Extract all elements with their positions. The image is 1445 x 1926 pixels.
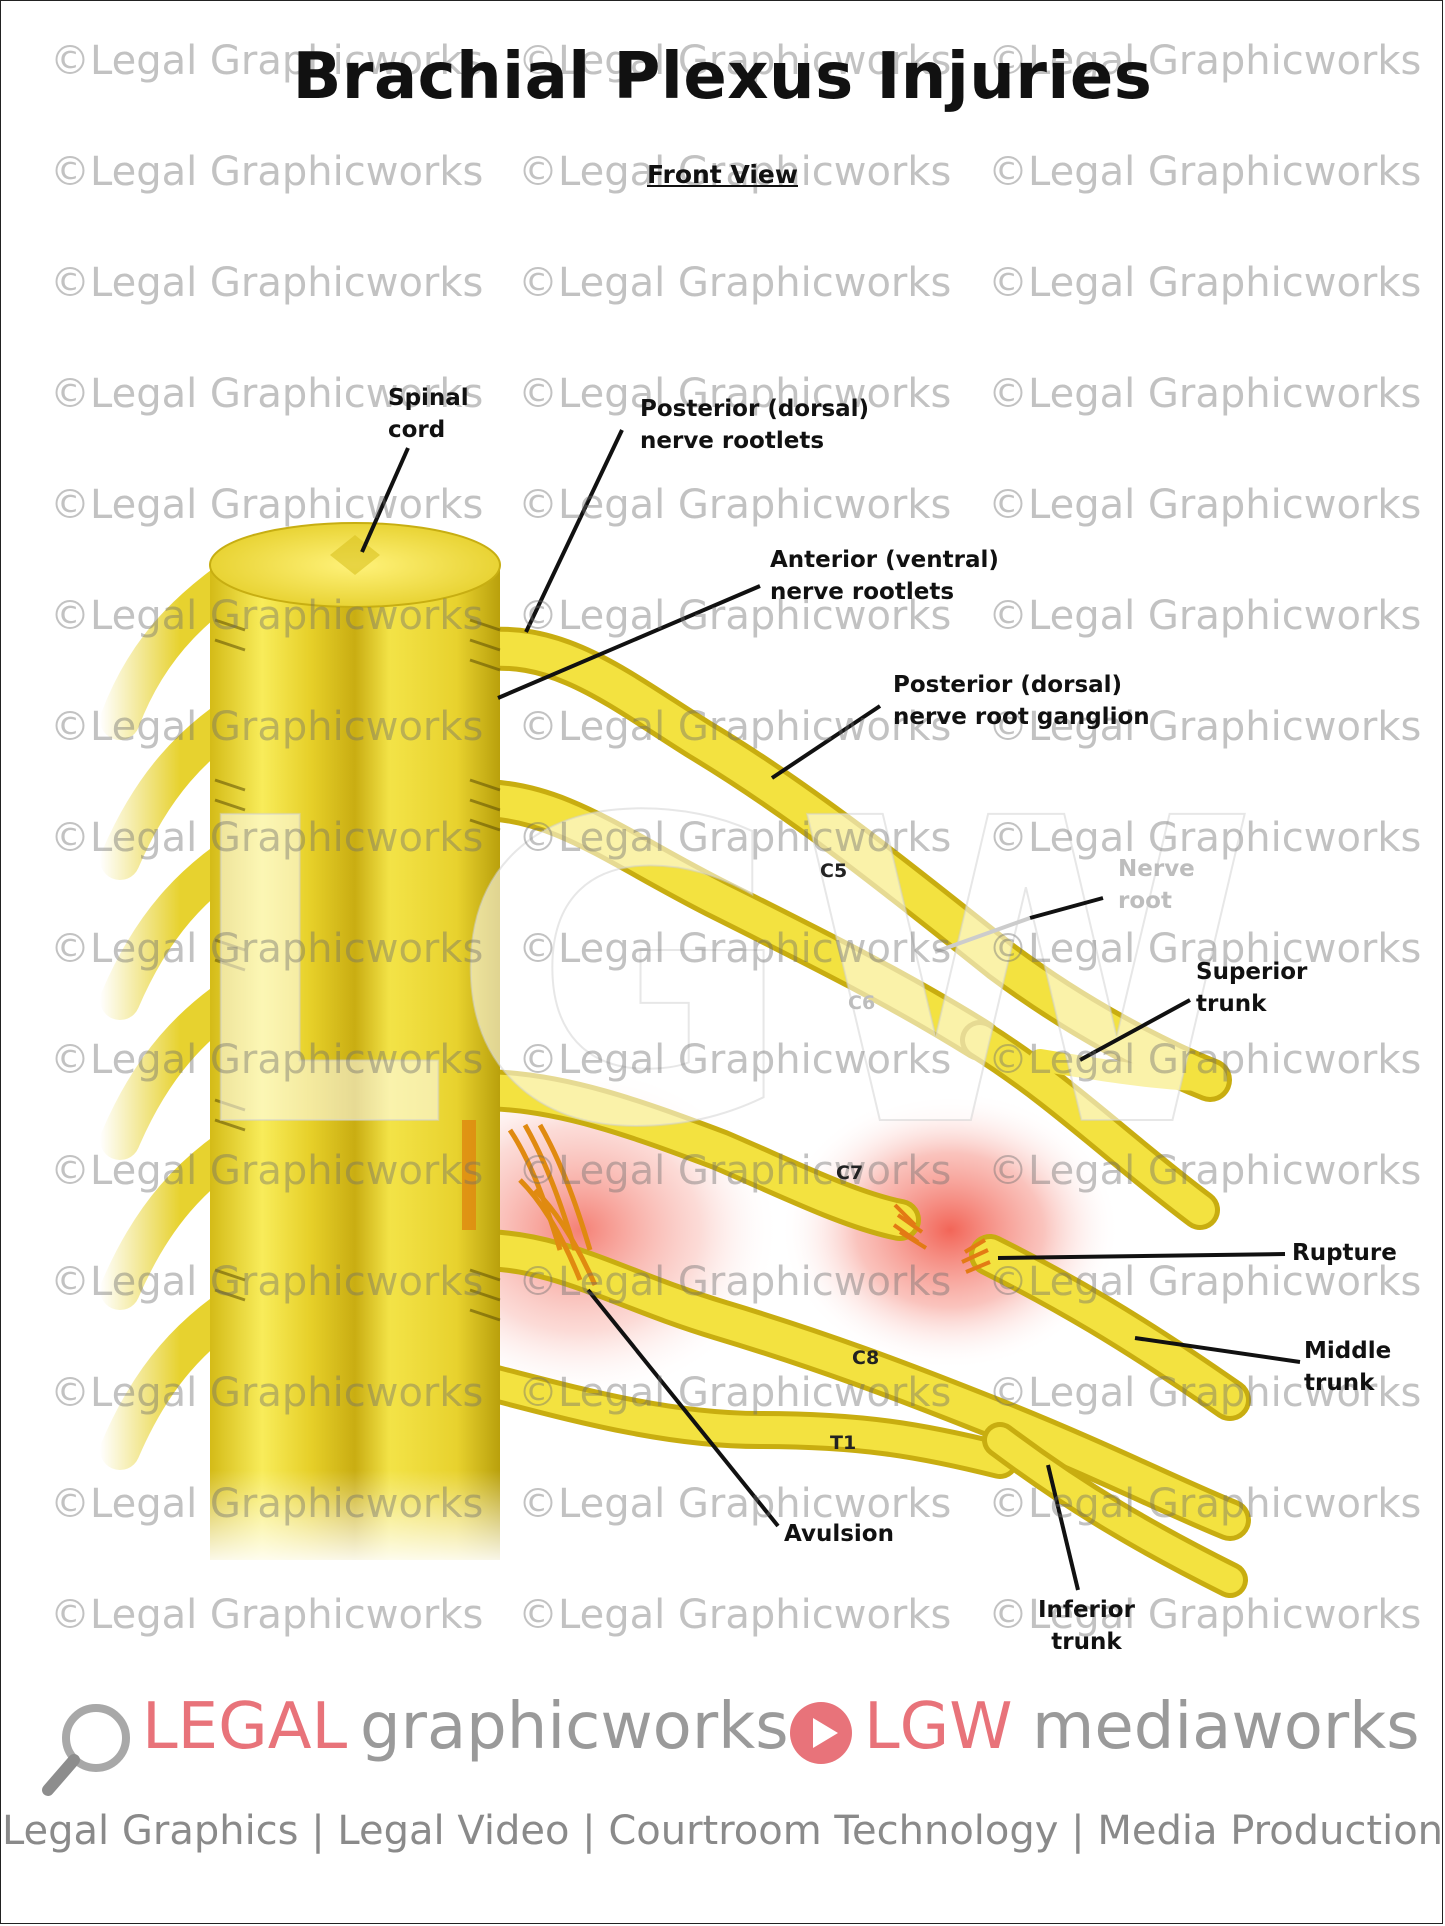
page-subtitle: Front View [647,160,798,189]
label-anterior-rootlets: Anterior (ventral)nerve rootlets [770,547,999,605]
label-ganglion: Posterior (dorsal)nerve root ganglion [893,672,1150,730]
root-label-c8: C8 [852,1347,880,1369]
brand-mediaworks: mediaworks [1032,1690,1420,1764]
brand-graphicworks: graphicworks [360,1690,789,1764]
label-avulsion: Avulsion [784,1521,894,1547]
rootlet-lines [214,618,501,1322]
avulsion-torn-site [462,1120,476,1230]
label-rupture: Rupture [1292,1240,1397,1266]
brand-lgw: LGW [864,1690,1013,1764]
spinal-cord-body [210,565,500,1560]
root-label-c5: C5 [820,860,848,882]
lgw-overlay-watermark: LGW [182,731,1258,1220]
brand-legal: LEGAL [142,1690,348,1764]
root-label-c7: C7 [836,1162,864,1184]
play-icon [790,1702,852,1764]
footer-brand: LEGAL graphicworks LGW mediaworks [40,1690,1420,1796]
magnifier-icon [42,1704,130,1796]
root-label-t1: T1 [830,1432,857,1454]
rupture-ends [892,1203,991,1274]
page-title: Brachial Plexus Injuries [292,40,1153,114]
footer-tagline: Legal Graphics | Legal Video | Courtroom… [1,1808,1444,1854]
pointer-lines [360,429,1301,1591]
root-label-c6: C6 [848,992,876,1014]
label-posterior-rootlets: Posterior (dorsal)nerve rootlets [640,396,870,454]
avulsion-rootlets [507,1123,598,1287]
